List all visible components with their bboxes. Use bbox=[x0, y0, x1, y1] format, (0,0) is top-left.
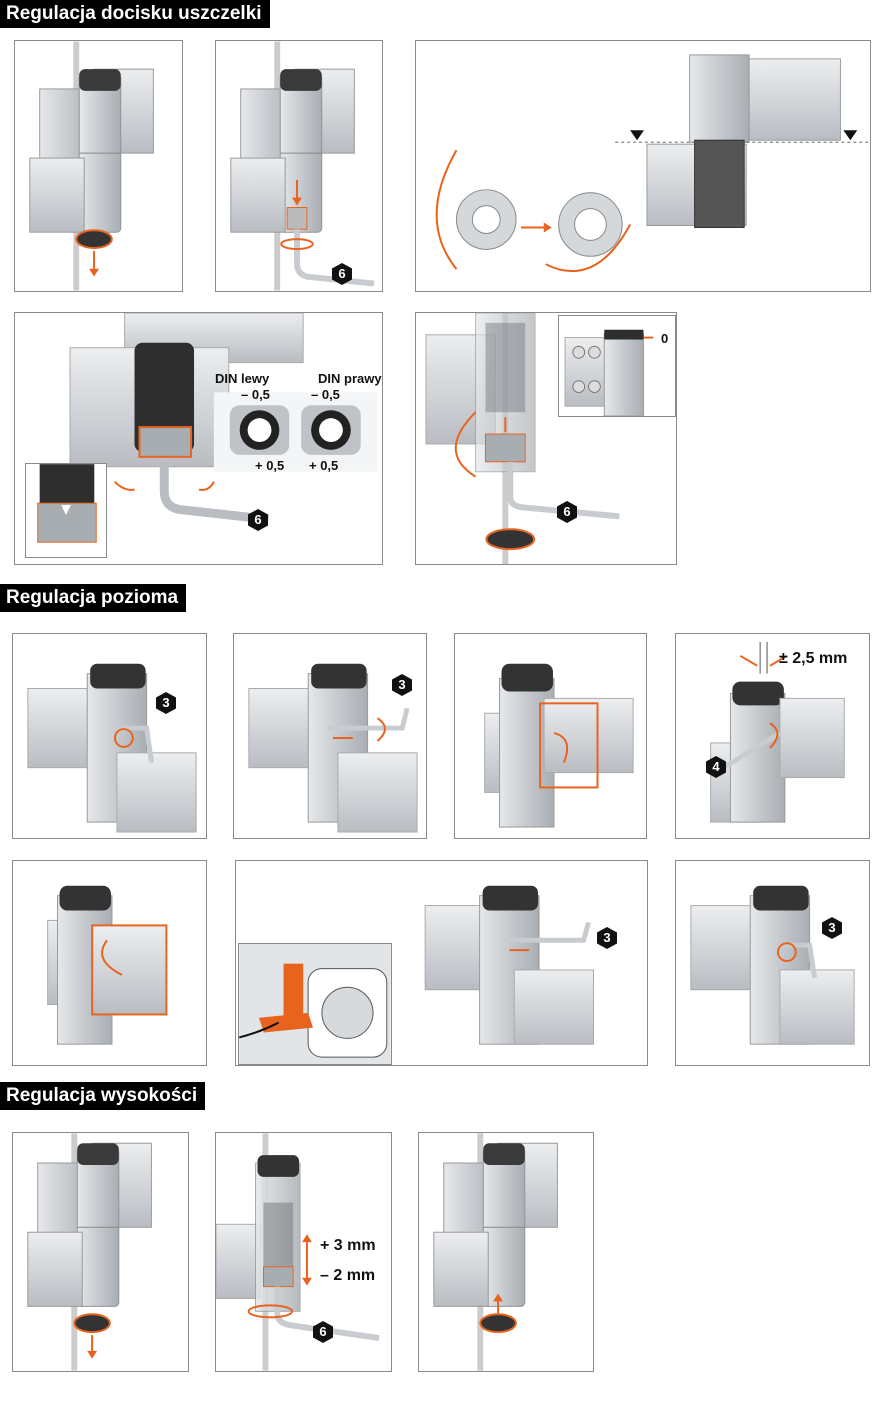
allen-key-icon bbox=[230, 41, 375, 291]
panel-insert-key: 6 bbox=[215, 40, 383, 292]
adjust-bush-icon bbox=[69, 313, 378, 524]
allen-6-badge: 6 bbox=[331, 263, 353, 285]
adjust-bush-icon bbox=[37, 464, 97, 543]
hinge-icon bbox=[425, 313, 620, 564]
hinge-icon bbox=[29, 41, 154, 291]
panel-horizontal-5 bbox=[12, 860, 207, 1066]
panel-height-3 bbox=[418, 1132, 594, 1372]
adjust-bush-icon bbox=[239, 944, 391, 1064]
panel-din-adjust: DIN lewy DIN prawy – 0,5 – 0,5 + 0,5 + 0… bbox=[14, 312, 383, 565]
panel-zero-position: 0 6 bbox=[415, 312, 677, 565]
section-title-height: Regulacja wysokości bbox=[0, 1082, 206, 1110]
panel-horizontal-2: 3 bbox=[233, 633, 427, 839]
din-right-plus: + 0,5 bbox=[309, 458, 339, 473]
height-plus-label: + 3 mm bbox=[320, 1237, 376, 1254]
allen-3-badge: 3 bbox=[155, 692, 177, 714]
hinge-icon bbox=[710, 641, 845, 823]
panel-bush-rotate bbox=[415, 40, 871, 292]
panel-horizontal-1: 3 bbox=[12, 633, 207, 839]
inset-zero-detail: 0 bbox=[558, 315, 676, 417]
allen-4-badge: 4 bbox=[705, 756, 727, 778]
din-left-minus: – 0,5 bbox=[241, 387, 270, 402]
panel-remove-cap bbox=[14, 40, 183, 292]
allen-3-badge: 3 bbox=[596, 927, 618, 949]
panel-horizontal-7: 3 bbox=[675, 860, 870, 1066]
allen-3-badge: 3 bbox=[391, 674, 413, 696]
panel-height-2: + 3 mm – 2 mm 6 bbox=[215, 1132, 392, 1372]
section-title-horizontal: Regulacja pozioma bbox=[0, 584, 187, 612]
hinge-icon bbox=[27, 663, 197, 833]
hinge-icon bbox=[690, 885, 855, 1045]
allen-6-badge: 6 bbox=[312, 1321, 334, 1343]
din-left-plus: + 0,5 bbox=[255, 458, 285, 473]
din-right-label: DIN prawy bbox=[318, 371, 382, 386]
panel-horizontal-6: 3 bbox=[235, 860, 648, 1066]
horizontal-range-label: ± 2,5 mm bbox=[779, 650, 848, 667]
allen-key-icon bbox=[216, 1133, 380, 1371]
hinge-icon bbox=[484, 663, 634, 828]
panel-horizontal-3 bbox=[454, 633, 647, 839]
hinge-icon bbox=[47, 885, 168, 1045]
hinge-icon bbox=[27, 1133, 152, 1371]
allen-3-badge: 3 bbox=[821, 917, 843, 939]
panel-height-1 bbox=[12, 1132, 189, 1372]
adjust-bush-icon bbox=[435, 54, 870, 273]
hinge-icon bbox=[564, 329, 654, 416]
inset-bush-detail bbox=[25, 463, 107, 558]
allen-key-icon bbox=[424, 885, 595, 1045]
hinge-icon bbox=[433, 1133, 558, 1371]
din-right-minus: – 0,5 bbox=[311, 387, 340, 402]
panel-horizontal-4: ± 2,5 mm 4 bbox=[675, 633, 870, 839]
section-title-seal-pressure: Regulacja docisku uszczelki bbox=[0, 0, 270, 28]
allen-6-badge: 6 bbox=[556, 501, 578, 523]
allen-key-icon bbox=[248, 663, 418, 833]
din-left-label: DIN lewy bbox=[215, 371, 270, 386]
allen-6-badge: 6 bbox=[247, 509, 269, 531]
zero-label: 0 bbox=[661, 331, 669, 346]
height-minus-label: – 2 mm bbox=[320, 1267, 376, 1284]
inset-cam-detail bbox=[238, 943, 392, 1065]
